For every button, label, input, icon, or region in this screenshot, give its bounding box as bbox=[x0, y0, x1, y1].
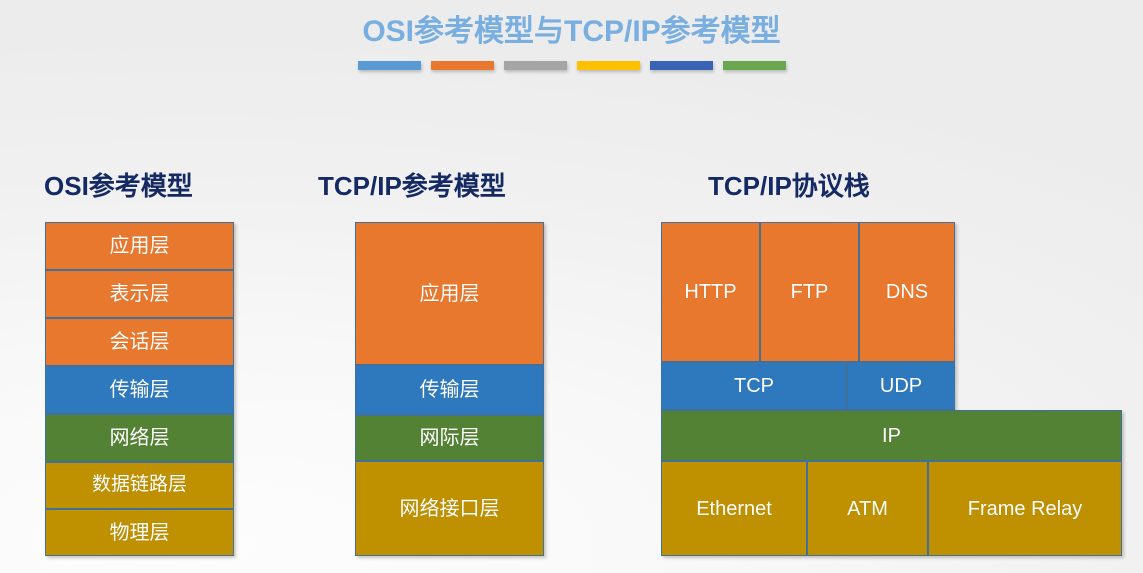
title-accent-bars bbox=[0, 61, 1143, 70]
accent-bar-orange bbox=[430, 61, 494, 70]
stack-protocol-udp[interactable]: UDP bbox=[847, 362, 955, 410]
stack-protocol-atm[interactable]: ATM bbox=[807, 461, 928, 556]
page-title: OSI参考模型与TCP/IP参考模型 bbox=[362, 15, 781, 48]
tcpip-model-layer-internet-label: 网际层 bbox=[419, 427, 480, 449]
stack-protocol-atm-label: ATM bbox=[847, 497, 888, 520]
osi-layer-transport-label: 传输层 bbox=[109, 379, 170, 401]
stack-protocol-ftp-label: FTP bbox=[790, 281, 829, 303]
stack-protocol-tcp-label: TCP bbox=[734, 375, 774, 397]
tcpip-stack-column-heading: TCP/IP协议栈 bbox=[708, 171, 870, 201]
osi-layer-presentation[interactable]: 表示层 bbox=[45, 270, 234, 318]
osi-layer-network[interactable]: 网络层 bbox=[45, 414, 234, 462]
osi-layer-network-label: 网络层 bbox=[109, 427, 170, 449]
stack-protocol-udp-label: UDP bbox=[879, 375, 923, 397]
stack-protocol-dns[interactable]: DNS bbox=[859, 222, 955, 362]
accent-bar-light-blue bbox=[357, 61, 421, 70]
osi-layer-transport[interactable]: 传输层 bbox=[45, 366, 234, 414]
stack-protocol-ip-label: IP bbox=[882, 424, 901, 447]
osi-layer-application[interactable]: 应用层 bbox=[45, 222, 234, 270]
osi-layer-data-link[interactable]: 数据链路层 bbox=[45, 462, 234, 509]
accent-bar-gray bbox=[503, 61, 567, 70]
tcpip-model-layer-application-label: 应用层 bbox=[419, 282, 480, 305]
stack-protocol-ftp[interactable]: FTP bbox=[760, 222, 859, 362]
osi-layer-data-link-label: 数据链路层 bbox=[91, 474, 187, 496]
osi-layer-presentation-label: 表示层 bbox=[109, 283, 170, 305]
accent-bar-yellow bbox=[576, 61, 640, 70]
tcpip-model-layer-network-interface[interactable]: 网络接口层 bbox=[355, 461, 544, 556]
osi-layer-physical-label: 物理层 bbox=[109, 521, 170, 544]
accent-bar-dark-blue bbox=[649, 61, 713, 70]
title-block: OSI参考模型与TCP/IP参考模型 bbox=[0, 0, 1143, 70]
accent-bar-green bbox=[722, 61, 786, 70]
tcpip-model-layer-transport[interactable]: 传输层 bbox=[355, 365, 544, 415]
tcpip-model-layer-network-interface-label: 网络接口层 bbox=[399, 497, 500, 520]
stack-protocol-ethernet[interactable]: Ethernet bbox=[661, 461, 807, 556]
tcpip-model-layer-internet[interactable]: 网际层 bbox=[355, 415, 544, 461]
osi-layer-application-label: 应用层 bbox=[109, 235, 170, 257]
osi-layer-session[interactable]: 会话层 bbox=[45, 318, 234, 366]
stack-protocol-http-label: HTTP bbox=[684, 281, 737, 303]
tcpip-model-column-heading: TCP/IP参考模型 bbox=[318, 171, 506, 201]
tcpip-model-layer-application[interactable]: 应用层 bbox=[355, 222, 544, 365]
stack-protocol-tcp[interactable]: TCP bbox=[661, 362, 847, 410]
osi-layer-physical[interactable]: 物理层 bbox=[45, 509, 234, 556]
osi-layer-session-label: 会话层 bbox=[109, 331, 170, 353]
osi-column-heading: OSI参考模型 bbox=[44, 171, 193, 201]
stack-protocol-ethernet-label: Ethernet bbox=[696, 497, 772, 520]
tcpip-model-layer-transport-label: 传输层 bbox=[419, 379, 480, 401]
stack-protocol-dns-label: DNS bbox=[885, 281, 929, 303]
stack-protocol-frame-relay[interactable]: Frame Relay bbox=[928, 461, 1122, 556]
stack-protocol-frame-relay-label: Frame Relay bbox=[967, 497, 1083, 520]
stack-protocol-ip[interactable]: IP bbox=[661, 410, 1122, 461]
stack-protocol-http[interactable]: HTTP bbox=[661, 222, 760, 362]
